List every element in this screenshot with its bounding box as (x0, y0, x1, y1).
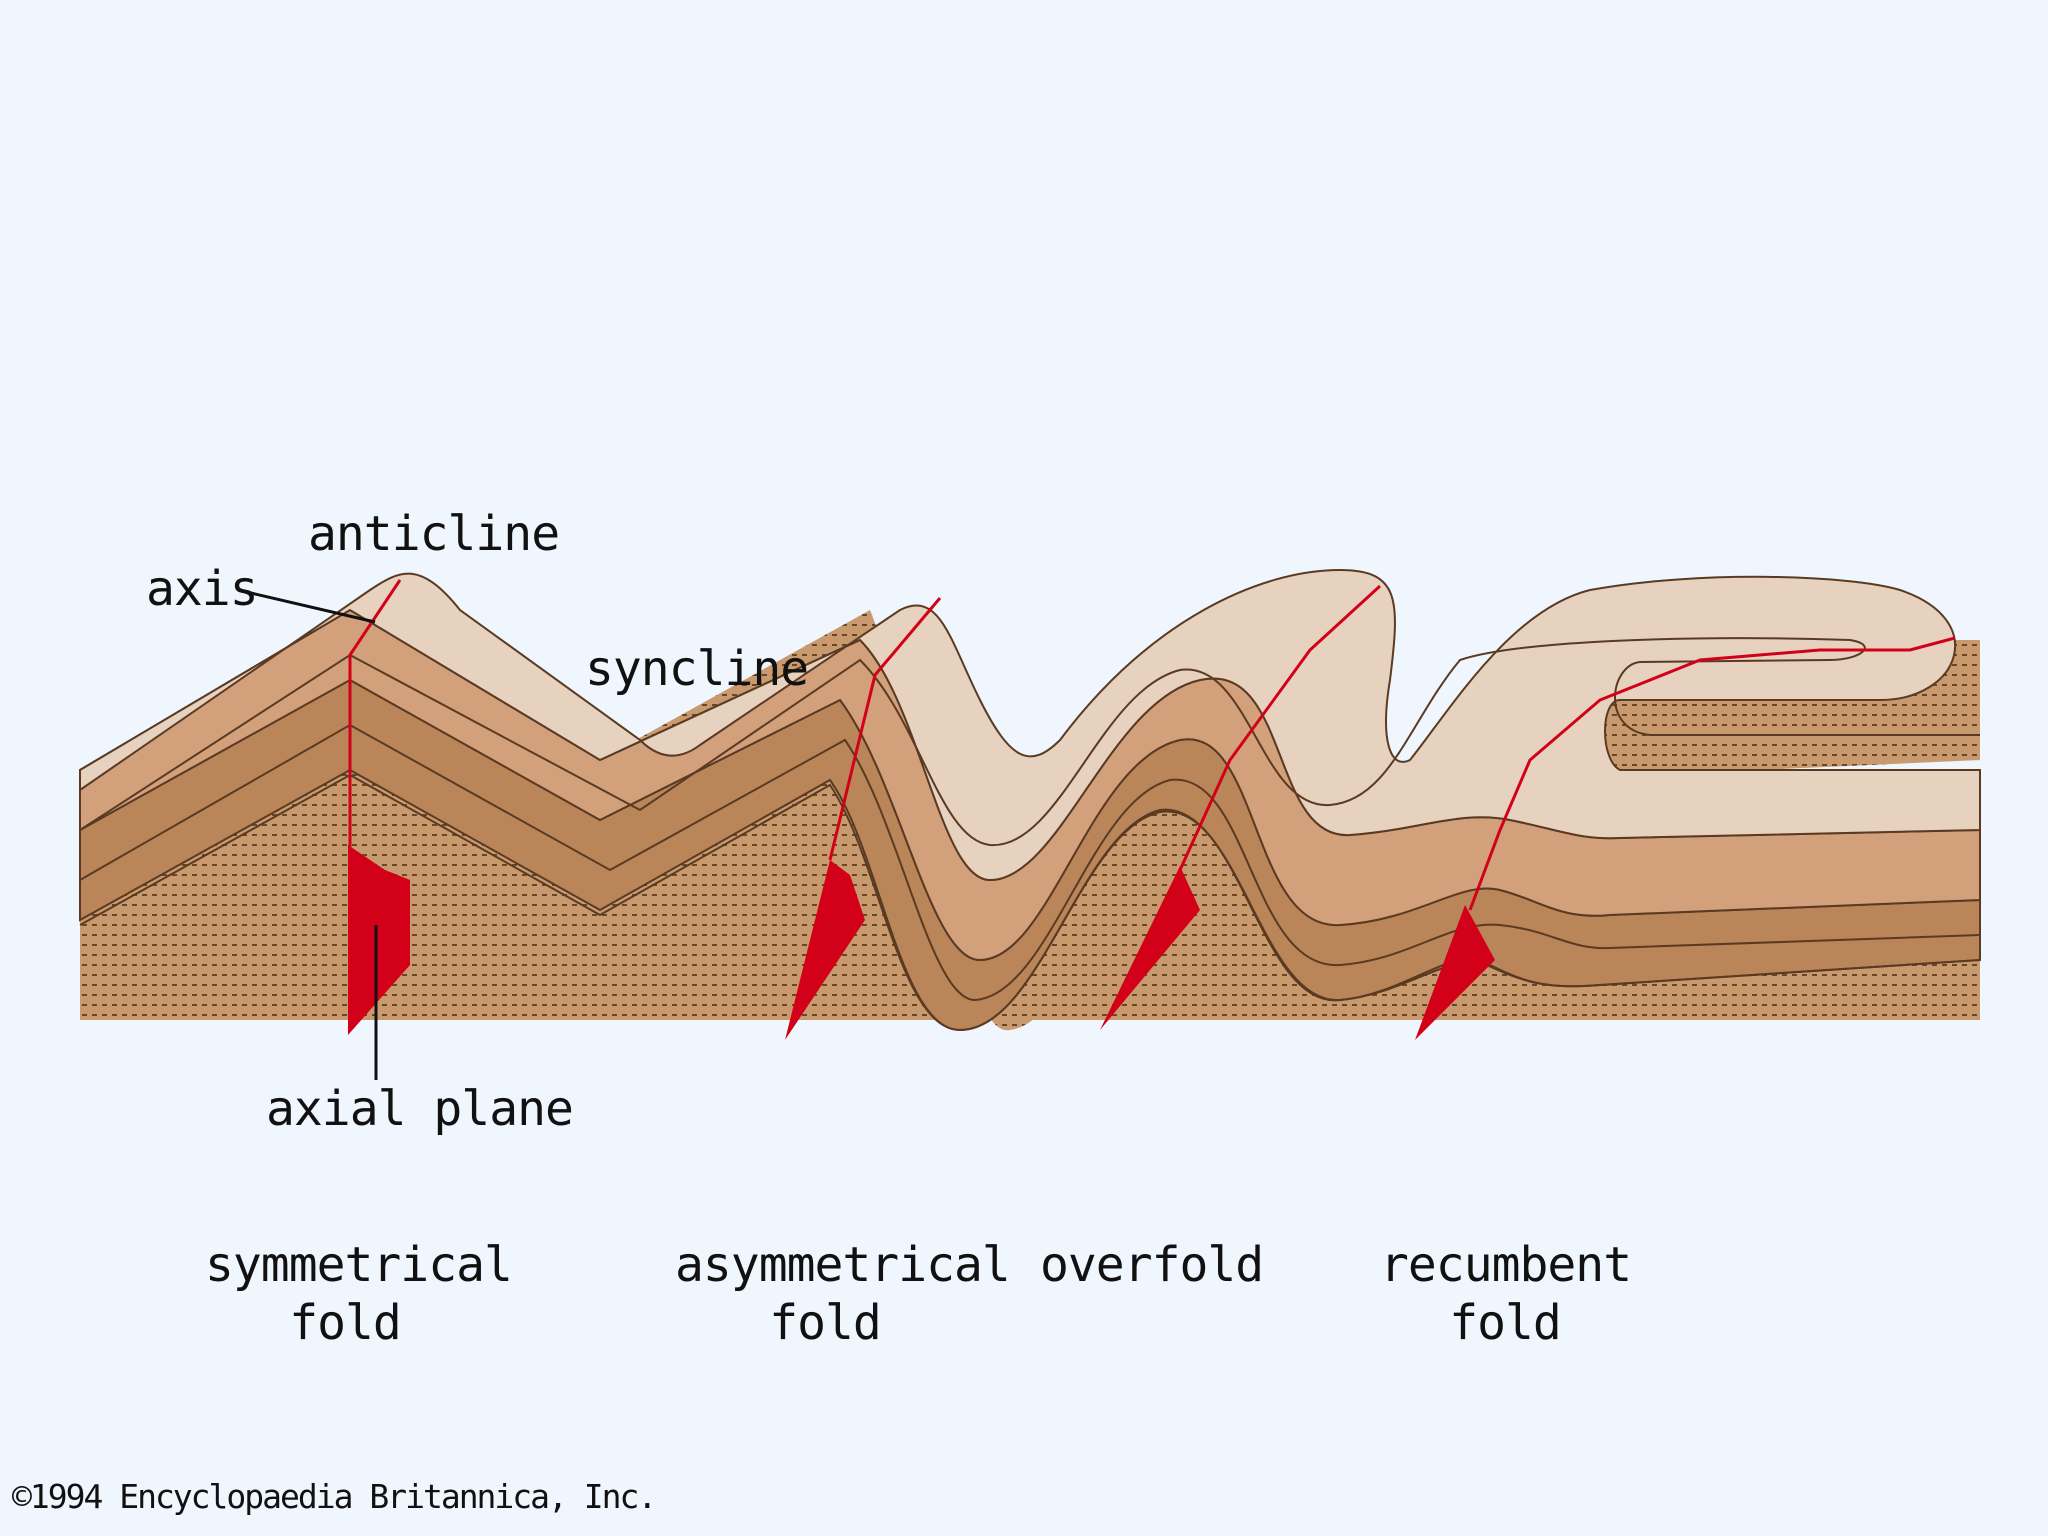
copyright-notice: ©1994 Encyclopaedia Britannica, Inc. (12, 1468, 655, 1526)
recumbent-fold-label: recumbent fold (1380, 1236, 1630, 1352)
asymmetrical-fold-label: asymmetrical fold (675, 1236, 975, 1352)
axial-plane-label: axial plane (266, 1080, 573, 1138)
symmetrical-fold-label: symmetrical fold (205, 1236, 485, 1352)
axis-label: axis (146, 560, 258, 618)
syncline-label: syncline (585, 640, 808, 698)
anticline-label: anticline (308, 505, 559, 563)
overfold-label: overfold (1040, 1236, 1240, 1294)
